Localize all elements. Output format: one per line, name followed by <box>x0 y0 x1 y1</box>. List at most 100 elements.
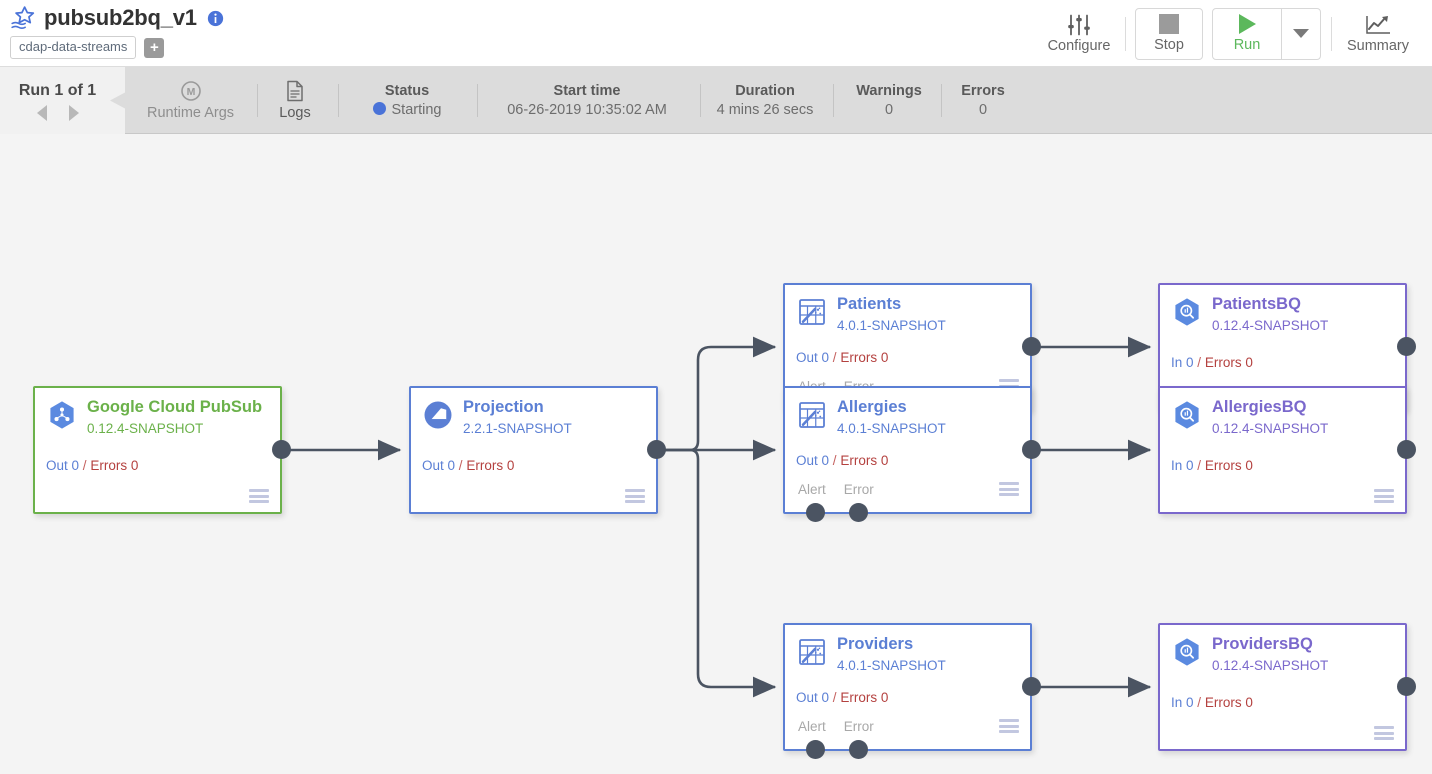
output-port-allergies[interactable] <box>1022 440 1041 459</box>
hamburger-menu-icon[interactable] <box>625 489 645 503</box>
node-metric-sep: / <box>1197 695 1202 710</box>
node-metric-sep: / <box>832 690 837 705</box>
status-divider-3 <box>477 84 478 117</box>
warnings-cell: Warnings 0 <box>839 67 939 134</box>
node-version: 4.0.1-SNAPSHOT <box>837 658 946 673</box>
node-metric-out: Out 0 <box>46 458 80 473</box>
node-metrics: Out 0 / Errors 0 <box>796 350 888 366</box>
node-title: PatientsBQ <box>1212 295 1301 313</box>
wrangler-icon <box>799 639 825 665</box>
alert-port-allergies[interactable] <box>806 503 825 522</box>
output-port-projection[interactable] <box>647 440 666 459</box>
node-metric-errors: Errors 0 <box>90 458 139 473</box>
runtime-args-label: Runtime Args <box>146 105 235 121</box>
logs-label: Logs <box>279 105 311 121</box>
run-button[interactable]: Run <box>1213 9 1281 59</box>
tag-chip[interactable]: cdap-data-streams <box>10 36 137 59</box>
summary-button[interactable]: Summary <box>1332 5 1424 63</box>
output-port-providersbq[interactable] <box>1397 677 1416 696</box>
status-dot-icon <box>372 102 386 115</box>
node-metric-errors: Errors 0 <box>840 453 889 468</box>
node-metric-sep: / <box>458 458 463 473</box>
node-metric-sep: / <box>1197 458 1202 473</box>
duration-heading: Duration <box>735 83 795 99</box>
output-port-patientsbq[interactable] <box>1397 337 1416 356</box>
run-label: Run <box>1233 37 1261 53</box>
status-divider-1 <box>257 84 258 117</box>
node-version: 4.0.1-SNAPSHOT <box>837 421 946 436</box>
node-metrics: In 0 / Errors 0 <box>1171 458 1253 474</box>
alert-port-providers[interactable] <box>806 740 825 759</box>
node-metric-errors: Errors 0 <box>1204 355 1253 370</box>
warnings-heading: Warnings <box>856 83 922 99</box>
app-header: pubsub2bq_v1 cdap-data-streams + <box>0 0 1432 67</box>
node-allergies[interactable]: Allergies 4.0.1-SNAPSHOT Out 0 / Errors … <box>783 386 1032 514</box>
bigquery-icon <box>1175 638 1199 666</box>
start-time-cell: Start time 06-26-2019 10:35:02 AM <box>483 67 691 134</box>
status-badge: Starting <box>372 102 441 118</box>
pipeline-toolbar: Configure Stop Run <box>1033 0 1424 67</box>
projection-icon <box>424 401 452 429</box>
node-title: ProvidersBQ <box>1212 635 1313 653</box>
output-port-allergiesbq[interactable] <box>1397 440 1416 459</box>
configure-button[interactable]: Configure <box>1033 5 1125 63</box>
hamburger-menu-icon[interactable] <box>1374 726 1394 740</box>
status-divider-2 <box>338 84 339 117</box>
add-tag-button[interactable]: + <box>144 37 165 58</box>
node-title: AllergiesBQ <box>1212 398 1307 416</box>
hamburger-menu-icon[interactable] <box>249 489 269 503</box>
sliders-icon <box>1068 14 1090 35</box>
node-version: 2.2.1-SNAPSHOT <box>463 421 572 436</box>
node-title: Patients <box>837 295 902 313</box>
error-port-allergies[interactable] <box>849 503 868 522</box>
output-port-patients[interactable] <box>1022 337 1041 356</box>
error-port-providers[interactable] <box>849 740 868 759</box>
run-options-button[interactable] <box>1281 8 1320 59</box>
line-chart-icon <box>1366 15 1390 34</box>
document-icon <box>287 80 303 102</box>
summary-label: Summary <box>1346 37 1410 54</box>
node-metric-errors: Errors 0 <box>466 458 515 473</box>
node-providersbq[interactable]: ProvidersBQ 0.12.4-SNAPSHOT In 0 / Error… <box>1158 623 1407 751</box>
play-triangle-icon <box>1238 14 1256 34</box>
logs-button[interactable]: Logs <box>262 67 328 134</box>
node-metrics: In 0 / Errors 0 <box>1171 355 1253 371</box>
hamburger-menu-icon[interactable] <box>1374 489 1394 503</box>
node-version: 0.12.4-SNAPSHOT <box>1212 658 1329 673</box>
node-metric-out: Out 0 <box>796 350 830 365</box>
node-title: Google Cloud PubSub <box>87 398 263 416</box>
node-metric-out: Out 0 <box>796 690 830 705</box>
node-allergiesbq[interactable]: AllergiesBQ 0.12.4-SNAPSHOT In 0 / Error… <box>1158 386 1407 514</box>
page-title: pubsub2bq_v1 <box>44 5 197 30</box>
run-count-label: Run 1 of 1 <box>18 82 97 99</box>
info-icon[interactable] <box>207 10 224 27</box>
hamburger-menu-icon[interactable] <box>999 482 1019 496</box>
node-version: 4.0.1-SNAPSHOT <box>837 318 946 333</box>
wire-projection-patients <box>656 336 777 452</box>
wire-projection-providers <box>656 448 777 698</box>
configure-label: Configure <box>1047 37 1111 54</box>
node-projection[interactable]: Projection 2.2.1-SNAPSHOT Out 0 / Errors… <box>409 386 658 514</box>
node-providers[interactable]: Providers 4.0.1-SNAPSHOT Out 0 / Errors … <box>783 623 1032 751</box>
port-label-error: Error <box>843 482 874 497</box>
node-metric-errors: Errors 0 <box>840 690 889 705</box>
chevron-right-icon[interactable] <box>68 105 79 121</box>
node-version: 0.12.4-SNAPSHOT <box>87 421 204 436</box>
node-metrics: In 0 / Errors 0 <box>1171 695 1253 711</box>
node-google-cloud-pubsub[interactable]: Google Cloud PubSub 0.12.4-SNAPSHOT Out … <box>33 386 282 514</box>
node-metric-sep: / <box>82 458 87 473</box>
pipeline-canvas[interactable]: Google Cloud PubSub 0.12.4-SNAPSHOT Out … <box>0 135 1432 774</box>
chevron-left-icon[interactable] <box>36 105 47 121</box>
output-port-pubsub[interactable] <box>272 440 291 459</box>
errors-value: 0 <box>978 102 988 118</box>
errors-cell: Errors 0 <box>947 67 1019 134</box>
start-time-heading: Start time <box>553 83 621 99</box>
run-status-bar: Run 1 of 1 M Runtime Args <box>0 67 1432 134</box>
node-metric-in: In 0 <box>1171 458 1194 473</box>
node-version: 0.12.4-SNAPSHOT <box>1212 318 1329 333</box>
stop-button[interactable]: Stop <box>1135 7 1203 60</box>
hamburger-menu-icon[interactable] <box>999 719 1019 733</box>
output-port-providers[interactable] <box>1022 677 1041 696</box>
runtime-args-button[interactable]: M Runtime Args <box>133 67 248 134</box>
